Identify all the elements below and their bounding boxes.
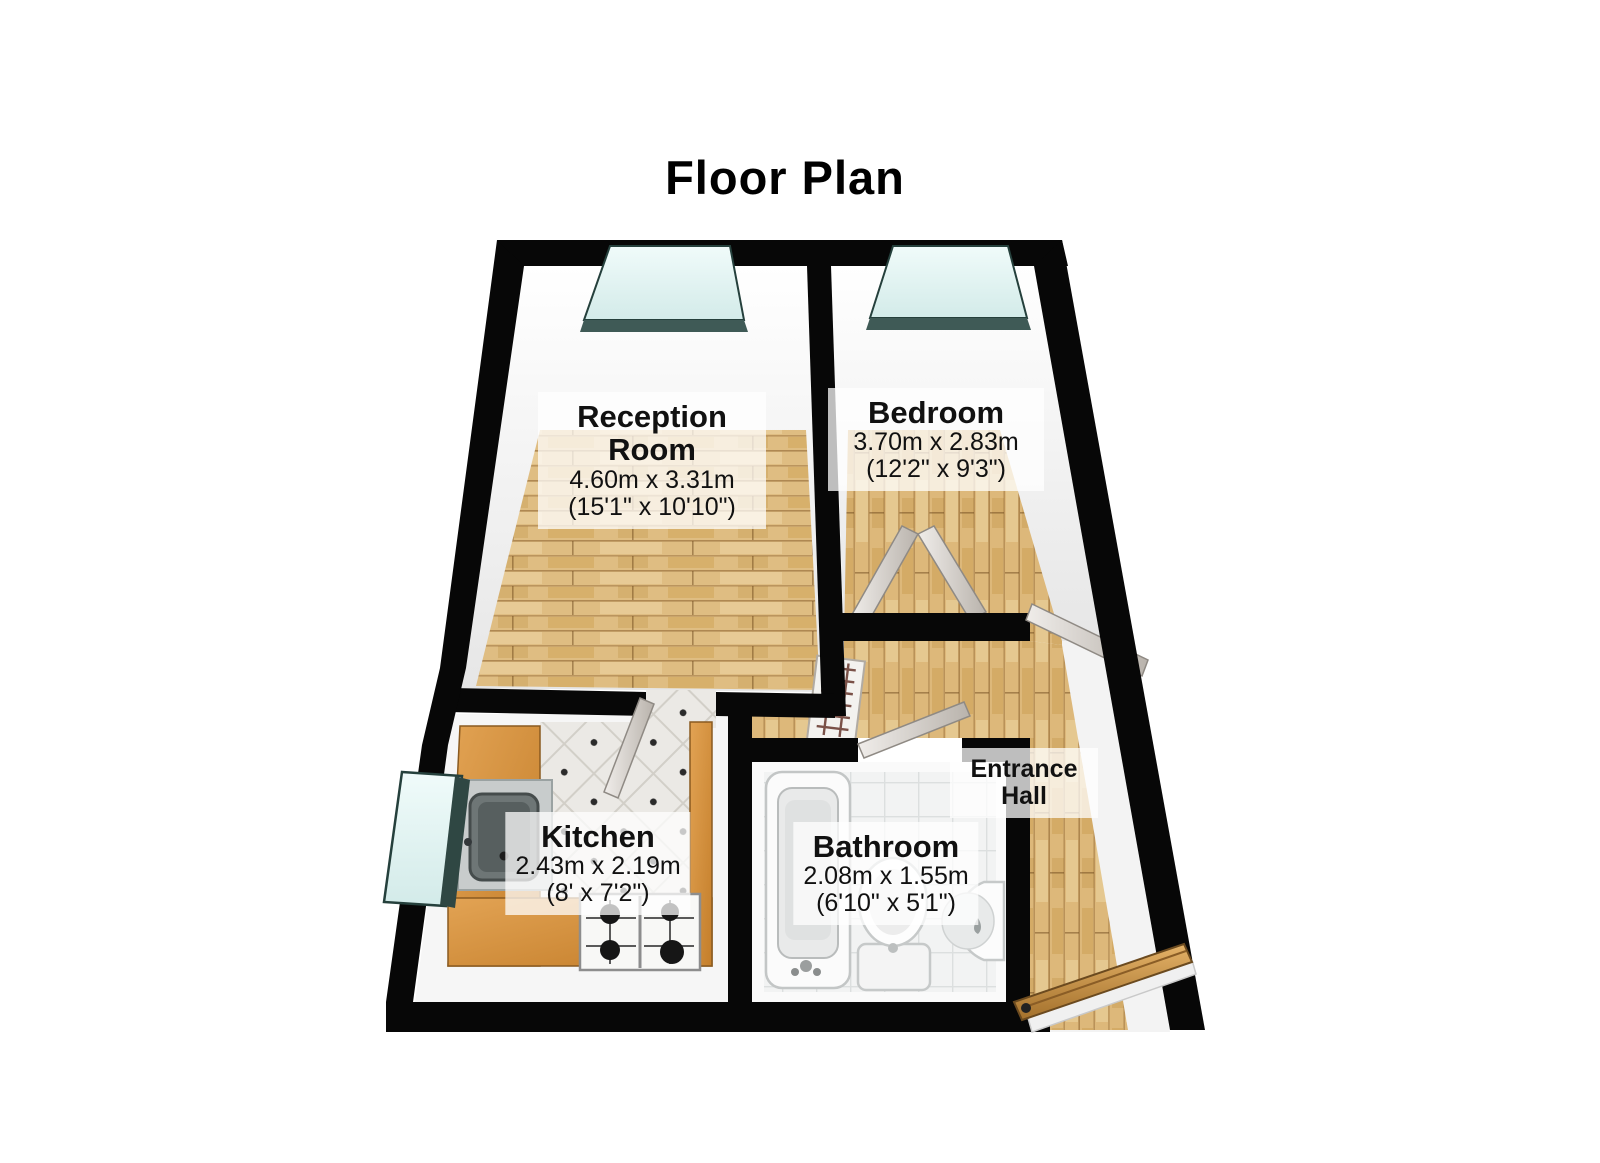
wardrobe-doors [848, 525, 988, 627]
kitchen-sink [457, 779, 553, 891]
kitchen-window [382, 770, 470, 908]
wall-reception-bedroom [807, 266, 846, 716]
wall-east [1034, 240, 1205, 1030]
reception-window [580, 245, 748, 332]
kitchen-door [603, 697, 655, 799]
wall-bedroom-closet [831, 613, 1030, 641]
toilet [856, 856, 932, 992]
wall-bathroom-top-left [752, 738, 858, 762]
entrance-door [1012, 942, 1197, 1033]
wall-reception-kitchen-right [716, 692, 835, 718]
wall-bathroom-hall [1006, 738, 1030, 1002]
page-title: Floor Plan [665, 151, 905, 204]
wall-reception-kitchen-left [448, 688, 646, 716]
wall-south [386, 1002, 1050, 1032]
bedroom-window [866, 245, 1031, 330]
bathtub [764, 770, 852, 990]
bathroom-door [857, 701, 971, 759]
hob [578, 892, 702, 972]
windows [382, 245, 1031, 908]
wall-kitchen-bathroom [728, 714, 752, 1002]
